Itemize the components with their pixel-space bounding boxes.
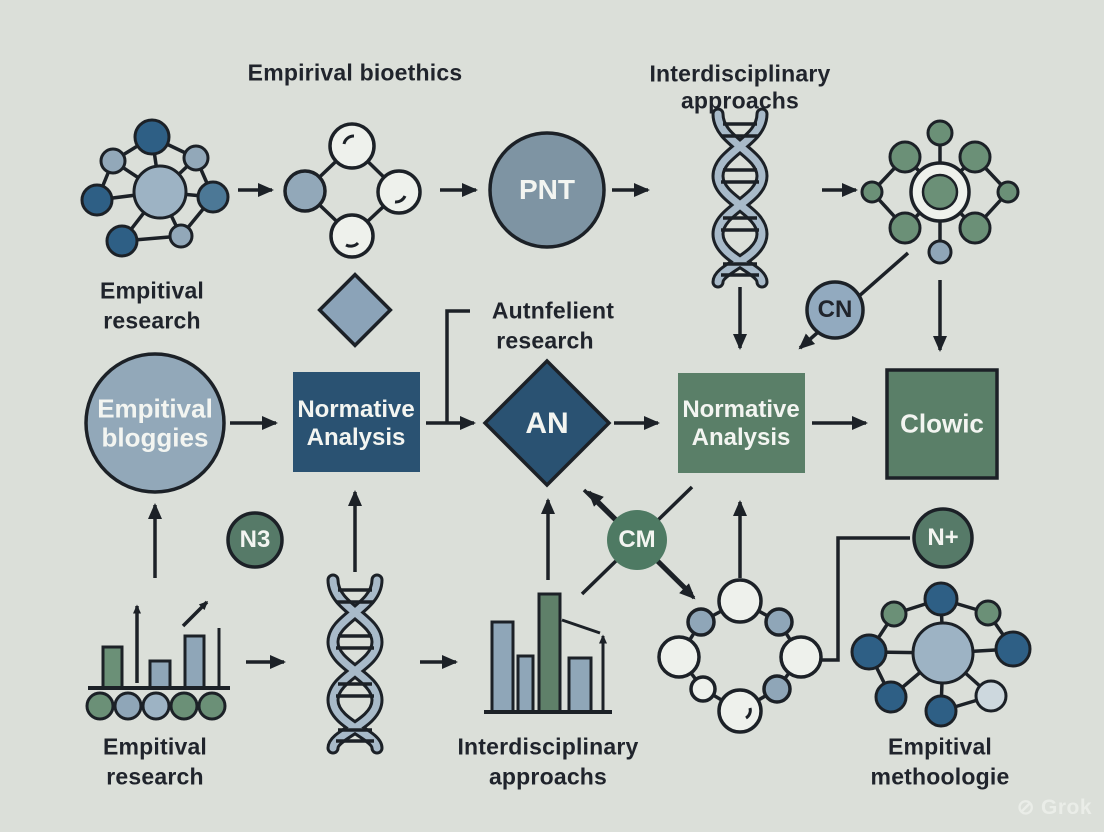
network-methodology-icon bbox=[850, 581, 1032, 728]
cm-node bbox=[607, 510, 667, 570]
cn-node bbox=[805, 280, 865, 340]
network-cluster-icon bbox=[80, 118, 230, 258]
title-interdisciplinary-line1: Interdisciplinary bbox=[649, 60, 831, 87]
caption-empirical-research-bottom-line2: research bbox=[106, 763, 204, 790]
clowic-box bbox=[885, 368, 999, 480]
normative1-label-line1: Normative bbox=[297, 396, 415, 423]
an-diamond-node bbox=[482, 358, 612, 488]
caption-empirical-research-left-line1: Empitival bbox=[99, 277, 205, 304]
title-interdisciplinary-line2: approachs bbox=[680, 87, 800, 114]
cn-node-label: CN bbox=[817, 296, 853, 323]
grok-logo-icon: ⊘ bbox=[1016, 796, 1035, 819]
grok-watermark: ⊘ Grok bbox=[1017, 795, 1092, 820]
nplus-connector bbox=[820, 536, 910, 662]
n3-node bbox=[226, 511, 284, 569]
caption-methodologies-line2: methoologie bbox=[870, 763, 1010, 790]
normative-analysis-2-box bbox=[678, 373, 805, 473]
empirical-bloggies-node bbox=[84, 352, 226, 494]
bar-chart-icon-2 bbox=[484, 592, 612, 714]
n3-node-label: N3 bbox=[239, 526, 271, 553]
caption-interdisciplinary-bottom-line1: Interdisciplinary bbox=[457, 733, 639, 760]
cm-node-label: CM bbox=[618, 526, 656, 553]
bloggies-label-line1: Empitival bbox=[97, 393, 213, 424]
bar-chart-icon-1 bbox=[85, 600, 230, 721]
caption-empirical-research-left-line2: research bbox=[103, 307, 201, 334]
n-plus-node-label: N+ bbox=[927, 524, 959, 551]
normative2-label-line2: Analysis bbox=[691, 424, 791, 451]
caption-empirical-research-bottom-line1: Empitival bbox=[102, 733, 208, 760]
dna-helix-icon-bottom bbox=[333, 580, 377, 748]
normative2-label-line1: Normative bbox=[682, 396, 800, 423]
caption-autnfelient-line2: research bbox=[496, 327, 594, 354]
title-empirical-bioethics: Empirival bioethics bbox=[247, 59, 463, 86]
small-diamond-icon bbox=[317, 272, 393, 348]
n-plus-node bbox=[912, 507, 974, 569]
autnfelient-connector bbox=[445, 309, 470, 423]
pnt-node bbox=[488, 131, 606, 249]
grok-watermark-text: Grok bbox=[1040, 795, 1092, 819]
an-node-label: AN bbox=[525, 407, 569, 440]
clowic-node-label: Clowic bbox=[900, 408, 984, 439]
normative-analysis-1-box bbox=[293, 372, 420, 472]
pnt-node-label: PNT bbox=[519, 174, 575, 205]
caption-autnfelient-line1: Autnfelient bbox=[491, 297, 615, 324]
normative1-label-line2: Analysis bbox=[306, 424, 406, 451]
bloggies-label-line2: bloggies bbox=[101, 422, 209, 453]
circle-ring-icon bbox=[657, 578, 823, 734]
circle-diamond-icon bbox=[283, 122, 422, 259]
molecule-icon bbox=[860, 119, 1020, 265]
caption-methodologies-line1: Empitival bbox=[887, 733, 993, 760]
dna-helix-icon-top bbox=[718, 114, 762, 282]
caption-interdisciplinary-bottom-line2: approachs bbox=[488, 763, 608, 790]
